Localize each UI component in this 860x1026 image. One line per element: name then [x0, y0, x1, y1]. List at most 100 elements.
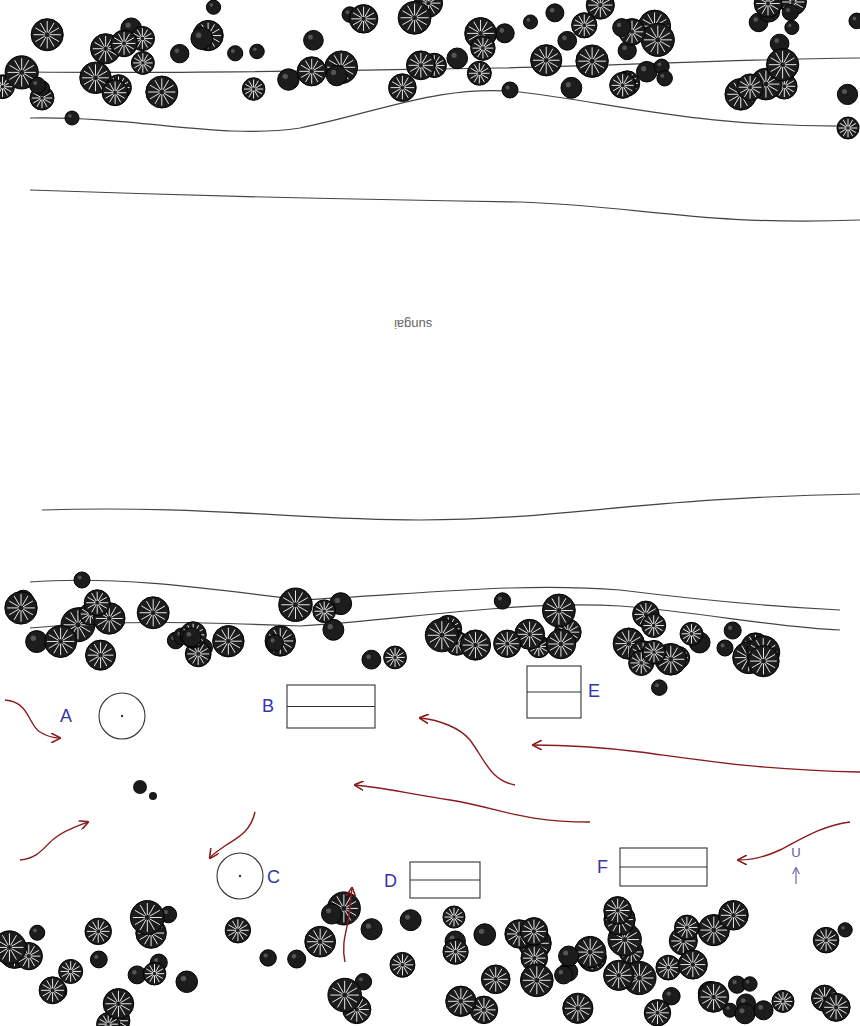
tree-symbol	[719, 900, 749, 930]
river-banks	[30, 58, 860, 630]
tree-symbol	[724, 622, 741, 639]
tree-symbol	[321, 904, 341, 924]
river-name: sungai	[394, 318, 432, 331]
tree-symbol	[170, 44, 188, 62]
tree-symbol	[494, 593, 510, 609]
tree-symbol	[143, 962, 166, 985]
tree-symbol	[837, 117, 859, 139]
tree-symbol	[443, 906, 465, 928]
area-letter: B	[262, 697, 274, 715]
tree-symbol	[131, 51, 154, 74]
tree-symbol	[225, 918, 250, 943]
tree-plot-circle	[60, 690, 150, 742]
tree-symbol	[443, 939, 468, 964]
tree-symbol	[474, 924, 496, 946]
tree-symbol	[558, 31, 577, 50]
tree-symbol	[182, 628, 201, 647]
site-element: E	[526, 665, 616, 720]
tree-symbol	[576, 45, 608, 77]
tree-symbol	[642, 613, 666, 637]
shrub-dots	[133, 780, 157, 800]
tree-symbol	[84, 590, 110, 616]
tree-symbol	[481, 965, 510, 994]
tree-symbol	[362, 650, 381, 669]
tree-symbol	[737, 74, 764, 101]
tree-symbol	[297, 57, 326, 86]
tree-symbol	[59, 959, 83, 983]
building-outline	[597, 846, 709, 888]
tree-symbol	[250, 44, 265, 59]
tree-symbol	[604, 897, 632, 925]
tree-symbol	[267, 635, 284, 652]
tree-symbol	[743, 977, 757, 991]
tree-symbol	[242, 78, 265, 101]
site-element: F	[597, 846, 709, 888]
tree-symbol	[31, 19, 63, 51]
tree-symbol	[279, 588, 313, 622]
tree-symbol	[5, 592, 37, 624]
tree-symbol	[657, 70, 673, 86]
tree-symbol	[400, 910, 421, 931]
tree-symbol	[698, 982, 728, 1012]
tree-symbol	[304, 30, 324, 50]
area-letter: D	[384, 872, 397, 890]
building-outline	[262, 684, 377, 730]
tree-symbol	[191, 27, 213, 49]
tree-symbol	[502, 82, 518, 98]
tree-symbol	[520, 964, 553, 997]
tree-symbol	[559, 946, 579, 966]
tree-symbol	[349, 5, 378, 34]
tree-symbol	[180, 622, 206, 648]
area-letter: F	[597, 858, 608, 876]
area-letter: C	[267, 868, 280, 886]
tree-symbol	[782, 4, 798, 20]
tree-symbol	[555, 966, 573, 984]
tree-symbol	[678, 950, 707, 979]
tree-symbol	[785, 20, 799, 34]
area-letter: E	[588, 682, 600, 700]
tree-symbol	[656, 955, 681, 980]
north-sign: U	[791, 846, 800, 859]
tree-symbol	[460, 630, 490, 660]
tree-symbol	[642, 640, 666, 664]
tree-symbol	[265, 626, 295, 656]
tree-symbol	[228, 46, 243, 61]
site-element: C	[215, 851, 283, 901]
tree-symbol	[717, 640, 733, 656]
site-element: A	[60, 690, 150, 742]
tree-symbol	[613, 19, 631, 37]
tree-symbol	[384, 646, 407, 669]
tree-symbol	[735, 1004, 755, 1024]
tree-symbol	[531, 45, 562, 76]
tree-symbol	[389, 74, 417, 102]
tree-symbol	[754, 1001, 773, 1020]
site-element: D	[384, 860, 482, 900]
tree-symbol	[176, 971, 198, 993]
tree-symbol	[766, 49, 798, 81]
tree-symbol	[326, 65, 347, 86]
tree-symbol	[563, 993, 593, 1023]
tree-symbol	[288, 950, 306, 968]
tree-symbol	[754, 0, 782, 17]
tree-symbol	[425, 619, 458, 652]
tree-symbol	[137, 597, 169, 629]
tree-symbol	[130, 901, 164, 935]
tree-symbol	[45, 625, 77, 657]
tree-symbol	[102, 80, 128, 106]
tree-symbol	[610, 72, 636, 98]
tree-symbol	[520, 918, 548, 946]
tree-symbol	[837, 84, 857, 104]
building-outline	[526, 665, 616, 720]
tree-symbol	[546, 4, 564, 22]
tree-symbol	[406, 51, 435, 80]
tree-symbol	[849, 13, 860, 29]
tree-symbol	[574, 936, 605, 967]
tree-symbol	[398, 1, 431, 34]
tree-symbol	[838, 923, 852, 937]
tree-symbol	[772, 990, 794, 1012]
tree-symbol	[680, 622, 703, 645]
area-letter: A	[60, 707, 72, 725]
tree-symbol	[644, 1000, 670, 1026]
